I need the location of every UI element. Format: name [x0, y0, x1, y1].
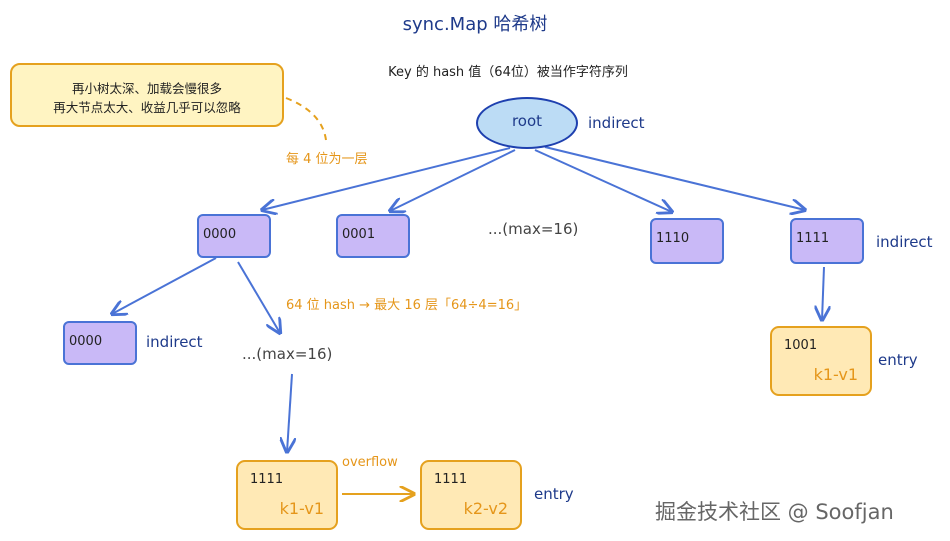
entry-value: k1-v1	[279, 499, 324, 518]
arrow-0000-ellipsis	[237, 261, 280, 333]
arrow-1111-entry	[822, 266, 824, 320]
note-box: 再小树太深、加载会慢很多 再大节点太大、收益几乎可以忽略	[10, 63, 284, 127]
entry-tag-bottom: entry	[534, 485, 574, 503]
bucket-l1-1111: 1111	[790, 218, 864, 264]
root-node: root	[476, 97, 578, 149]
overflow-label: overflow	[342, 455, 398, 470]
arrow-root-1111	[544, 146, 805, 210]
entry-key: 1111	[434, 472, 468, 487]
entry-1111-first: 1111 k1-v1	[236, 460, 338, 530]
entry-key: 1111	[250, 472, 284, 487]
l2-ellipsis: ...(max=16)	[242, 345, 333, 363]
entry-tag-right: entry	[878, 351, 918, 369]
arrow-0000-0000	[112, 257, 217, 314]
entry-key: 1001	[784, 338, 818, 353]
note-pointer-dashed	[285, 97, 327, 141]
diagram-title: sync.Map 哈希树	[402, 14, 548, 35]
entry-1001: 1001 k1-v1	[770, 326, 872, 396]
entry-1111-second: 1111 k2-v2	[420, 460, 522, 530]
depth-label: 64 位 hash → 最大 16 层「64÷4=16」	[286, 298, 528, 313]
subtitle: Key 的 hash 值（64位）被当作字符序列	[388, 65, 628, 80]
bucket-l1-1110: 1110	[650, 218, 724, 264]
bucket-l1-0001: 0001	[336, 214, 410, 258]
note-line-2: 再大节点太大、收益几乎可以忽略	[53, 100, 241, 115]
bucket-l2-0000: 0000	[63, 321, 137, 365]
arrow-ellipsis-entry	[287, 373, 292, 452]
arrow-root-1110	[534, 149, 672, 212]
bucket-l1-0000: 0000	[197, 214, 271, 258]
l2-0000-indirect-tag: indirect	[146, 333, 203, 351]
root-indirect-tag: indirect	[588, 114, 645, 132]
arrow-root-0001	[390, 149, 516, 211]
note-line-1: 再小树太深、加载会慢很多	[71, 81, 222, 96]
l1-ellipsis: ...(max=16)	[488, 220, 579, 238]
per-level-label: 每 4 位为一层	[286, 152, 368, 167]
l1-1111-indirect-tag: indirect	[876, 233, 933, 251]
entry-value: k1-v1	[813, 365, 858, 384]
entry-value: k2-v2	[463, 499, 508, 518]
watermark: 掘金技术社区 @ Soofjan	[655, 500, 894, 524]
